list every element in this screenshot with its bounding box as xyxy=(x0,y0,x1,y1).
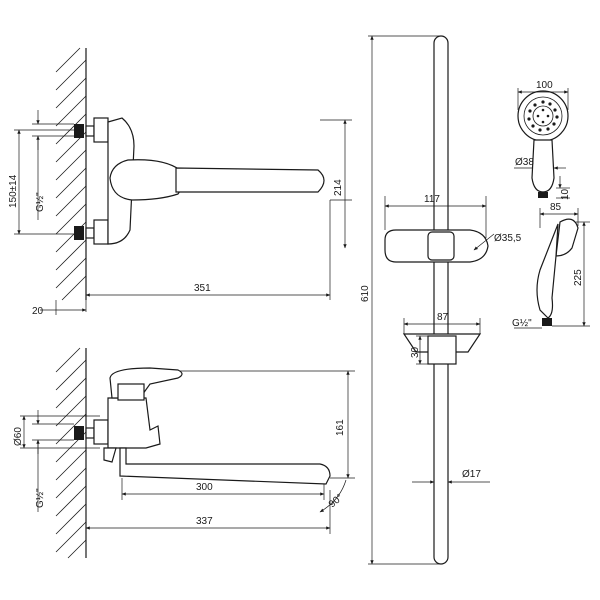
mixer-body-side xyxy=(108,398,160,448)
dim-front-width: 351 xyxy=(194,283,211,294)
dim-front-thread: G½" xyxy=(35,192,46,212)
dim-holder-diameter: Ø35,5 xyxy=(494,233,522,244)
dim-rail-length: 610 xyxy=(360,285,371,302)
diverter-knob xyxy=(104,448,116,462)
wall-front xyxy=(56,48,86,300)
dim-handle-diameter: Ø38 xyxy=(515,157,534,168)
spout-side xyxy=(120,448,330,484)
dim-side-height: 161 xyxy=(335,419,346,436)
dim-handle-width: 10 xyxy=(560,188,571,200)
dim-front-height: 214 xyxy=(333,179,344,196)
front-view xyxy=(56,48,324,300)
dim-head-thread: G½" xyxy=(512,318,532,329)
side-dimensions: 161 300 337 90° Ø60 G½" xyxy=(13,371,355,534)
dim-total-length: 337 xyxy=(196,516,213,527)
inlet-side xyxy=(74,426,84,440)
dim-bar-diameter: Ø17 xyxy=(462,469,481,480)
front-dimensions: 214 351 20 150±14 G½" xyxy=(8,110,352,317)
dim-spout-length: 300 xyxy=(196,482,213,493)
cartridge-side xyxy=(118,384,144,400)
dim-holder-width: 117 xyxy=(424,194,440,205)
dim-wall-offset: 20 xyxy=(32,306,44,317)
lever-handle-front xyxy=(110,160,183,200)
spout-front xyxy=(176,168,324,192)
dim-head-depth: 85 xyxy=(550,202,562,213)
dim-side-thread: G½" xyxy=(35,488,46,508)
dim-centers: 150±14 xyxy=(8,174,19,208)
shower-head-front xyxy=(518,91,568,198)
dim-body-diameter: Ø60 xyxy=(13,427,24,446)
slide-rail xyxy=(385,36,488,564)
dim-bracket-width: 87 xyxy=(437,312,449,323)
dim-head-length: 225 xyxy=(573,269,584,286)
side-view xyxy=(56,348,330,558)
dim-head-width: 100 xyxy=(536,80,553,91)
inlet-lower xyxy=(74,220,108,244)
shower-head-side xyxy=(537,219,578,326)
wall-side xyxy=(56,348,86,558)
dim-bracket-height: 30 xyxy=(410,346,421,358)
rail-bar xyxy=(434,36,448,564)
